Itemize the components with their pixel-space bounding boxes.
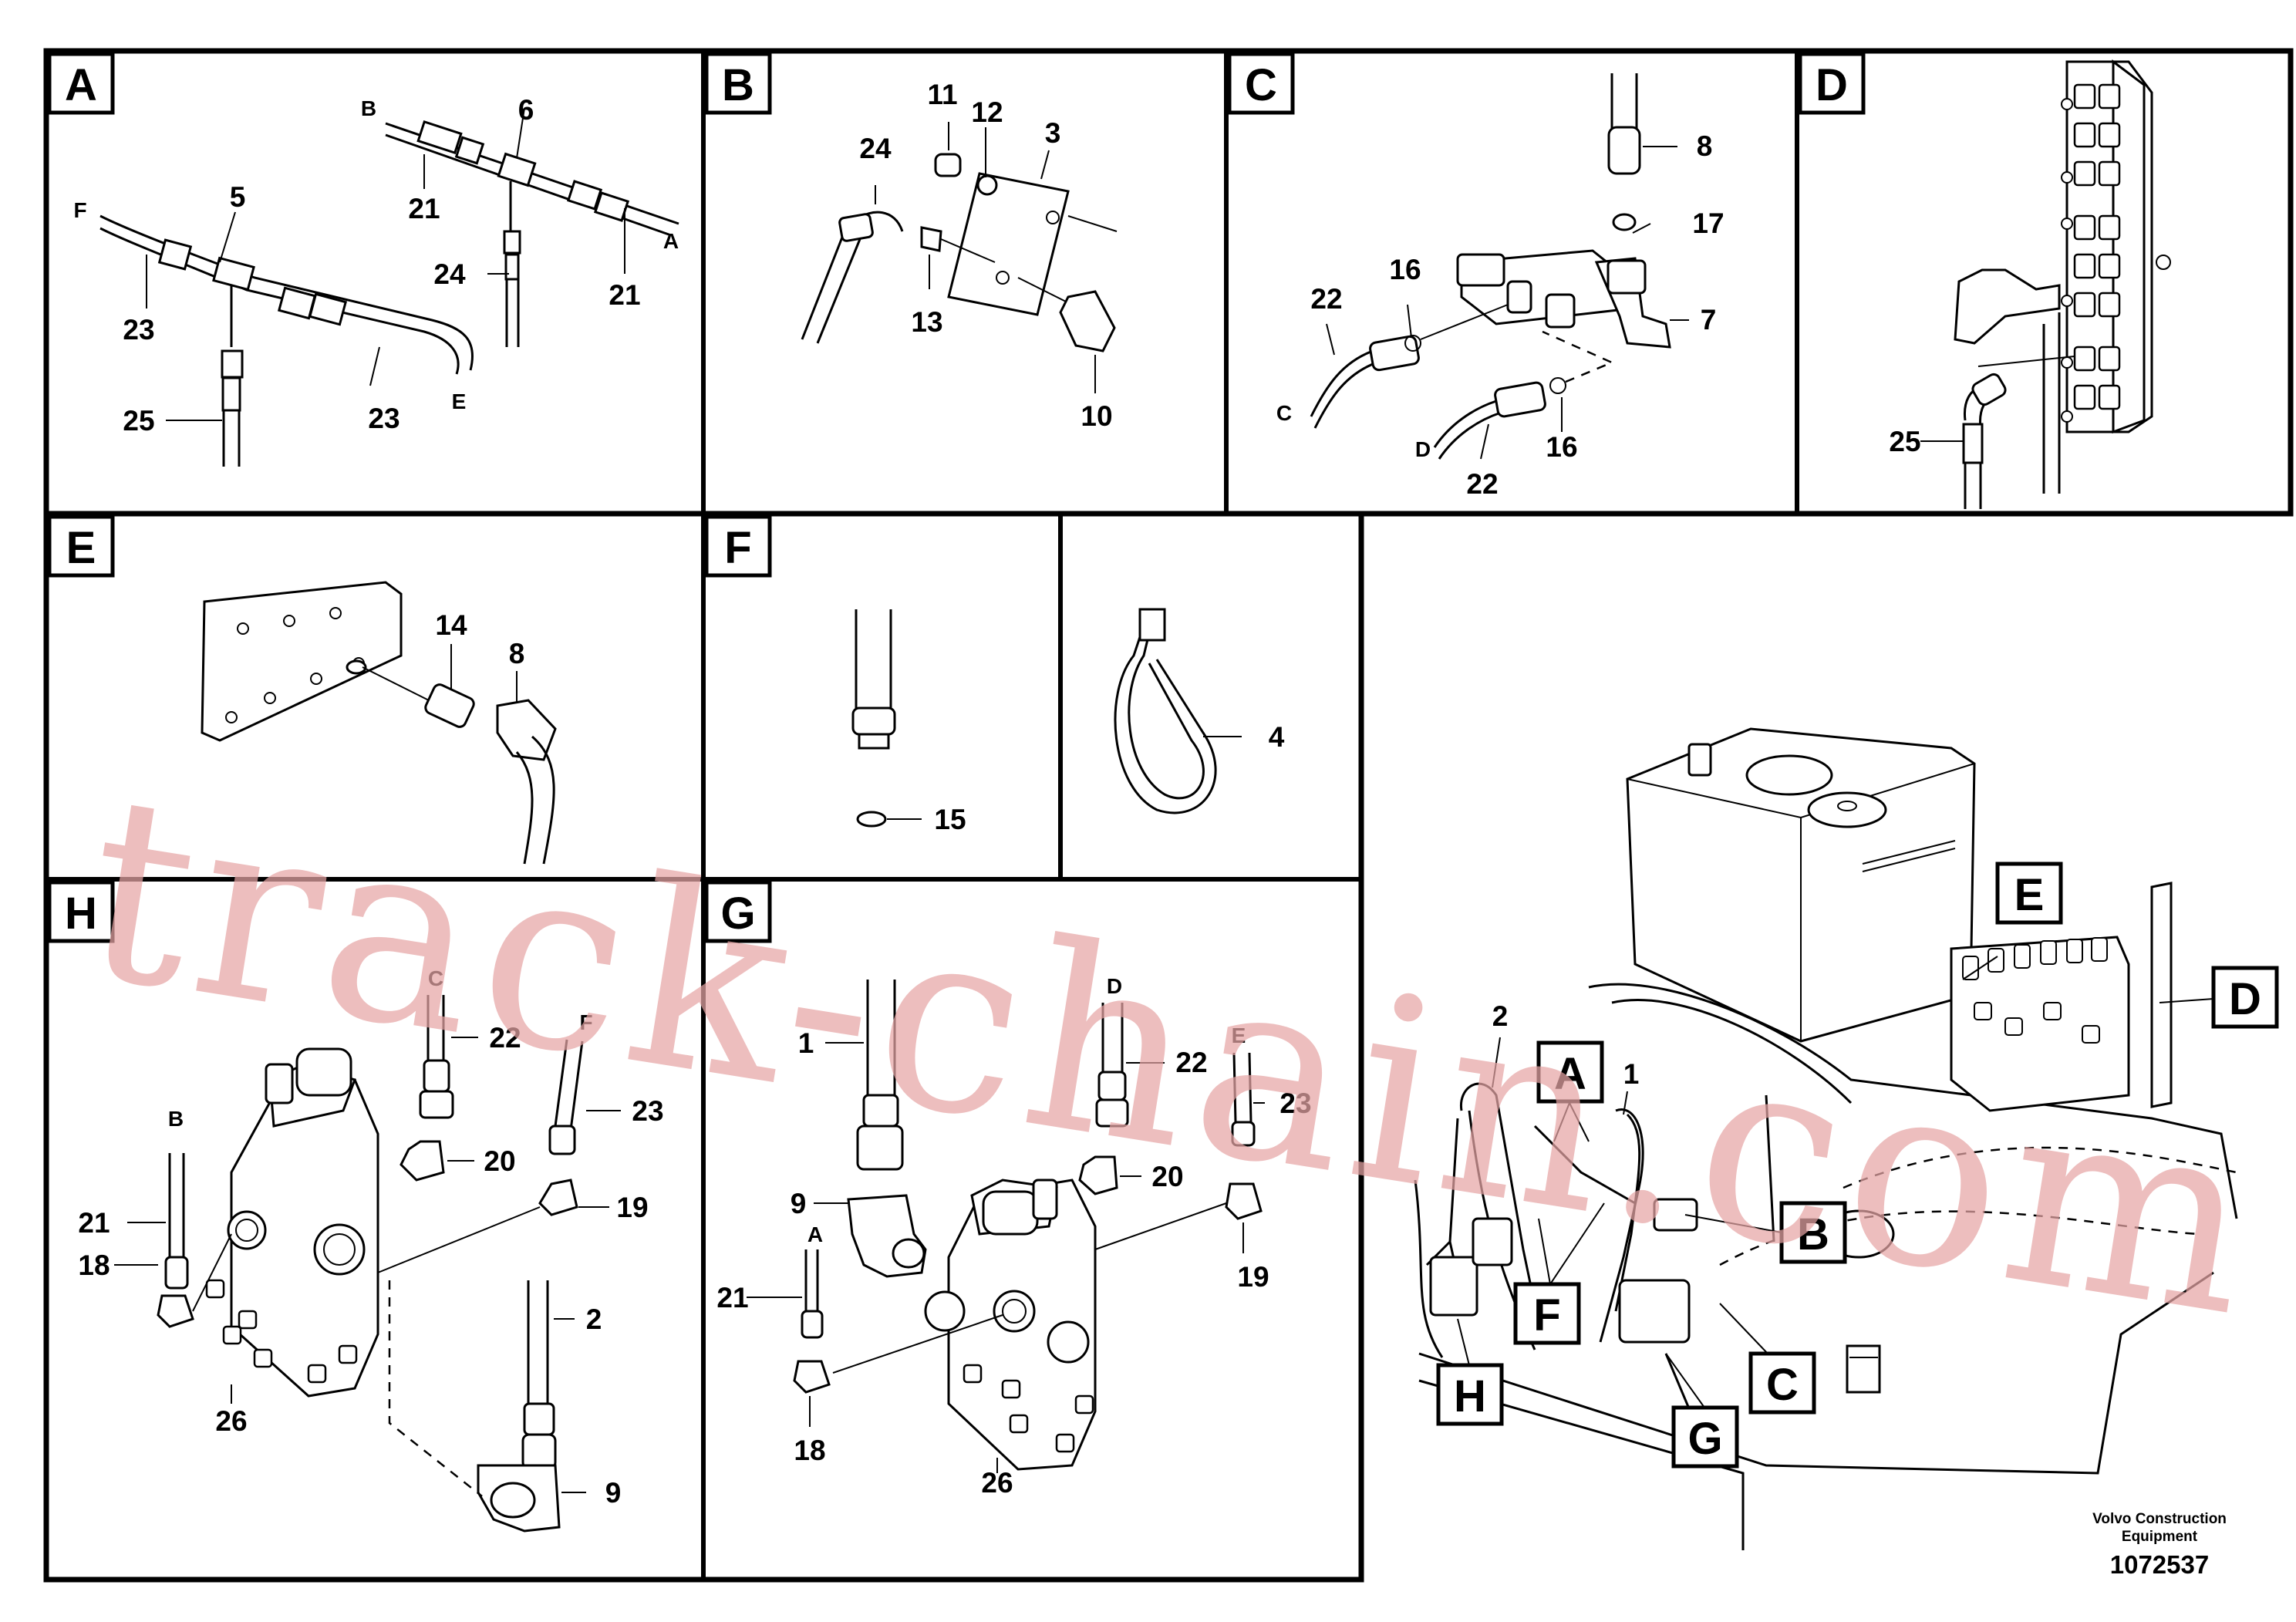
overview-box-h: H xyxy=(1454,1371,1486,1421)
end-g-a: A xyxy=(807,1222,823,1246)
callout-a-24: 24 xyxy=(433,258,466,290)
callout-e-14: 14 xyxy=(435,609,467,641)
callout-b-3: 3 xyxy=(1045,117,1061,149)
panel-a-drawing: 6 5 21 21 24 23 25 23 B F A E xyxy=(73,94,679,467)
panel-h-drawing: 22 23 20 19 21 18 2 26 9 C F B xyxy=(78,966,664,1533)
callout-a-6: 6 xyxy=(518,94,534,126)
callout-c-22-bottom: 22 xyxy=(1466,468,1498,500)
callout-g-19: 19 xyxy=(1237,1261,1269,1293)
callout-g-1: 1 xyxy=(798,1027,814,1059)
callout-g-21: 21 xyxy=(716,1282,748,1313)
end-h-c: C xyxy=(428,966,443,990)
panel-f-id: F xyxy=(724,523,751,573)
end-h-f: F xyxy=(579,1010,592,1034)
panel-b-drawing: 24 11 12 3 13 10 xyxy=(801,79,1118,432)
callout-a-23-left: 23 xyxy=(123,314,154,346)
end-a-f: F xyxy=(73,198,86,222)
panel-id-boxes: A B C D E F H G xyxy=(47,52,1866,943)
callout-h-18: 18 xyxy=(78,1249,110,1281)
callout-a-21-right: 21 xyxy=(609,279,640,311)
callout-c-8: 8 xyxy=(1697,130,1713,162)
end-a-b: B xyxy=(361,96,376,120)
machine-overview: 2 1 E D A B F C H G xyxy=(1414,727,2279,1550)
panel-e-drawing: 14 8 xyxy=(201,581,557,865)
callout-e-8: 8 xyxy=(509,638,525,669)
callout-h-19: 19 xyxy=(616,1192,648,1223)
company-line-2: Equipment xyxy=(2122,1529,2198,1545)
end-a-a: A xyxy=(663,229,679,253)
end-g-d: D xyxy=(1107,974,1122,998)
end-a-e: E xyxy=(452,389,467,413)
callout-b-24: 24 xyxy=(859,133,892,164)
callout-d-25: 25 xyxy=(1889,426,1920,457)
callout-g-20: 20 xyxy=(1151,1161,1183,1192)
panel-h-id: H xyxy=(65,889,97,939)
callout-h-21: 21 xyxy=(78,1207,110,1239)
overview-callout-1: 1 xyxy=(1623,1058,1640,1090)
panel-a-id: A xyxy=(65,60,97,110)
footer: Volvo Construction Equipment 1072537 xyxy=(2092,1511,2227,1579)
overview-box-b: B xyxy=(1797,1209,1829,1259)
overview-box-d: D xyxy=(2229,974,2261,1024)
callout-h-20: 20 xyxy=(484,1145,515,1177)
end-h-b: B xyxy=(168,1107,184,1131)
callout-c-22-left: 22 xyxy=(1310,283,1342,315)
callout-c-7: 7 xyxy=(1701,304,1717,336)
panel-g-id: G xyxy=(720,889,755,939)
overview-box-f: F xyxy=(1533,1290,1560,1340)
panel-e-id: E xyxy=(66,523,96,573)
callout-f-4: 4 xyxy=(1269,721,1285,753)
panel-d-id: D xyxy=(1816,60,1848,110)
callout-c-16-upper: 16 xyxy=(1389,254,1421,285)
callout-g-23: 23 xyxy=(1279,1088,1311,1119)
callout-f-15: 15 xyxy=(934,804,966,835)
callout-h-9: 9 xyxy=(605,1477,622,1509)
callout-h-22: 22 xyxy=(489,1022,521,1054)
overview-box-e: E xyxy=(2014,870,2045,920)
end-c-d: D xyxy=(1415,437,1431,461)
panel-b-id: B xyxy=(722,60,754,110)
callout-b-10: 10 xyxy=(1081,400,1112,432)
callout-g-22: 22 xyxy=(1175,1047,1207,1078)
callout-b-13: 13 xyxy=(911,306,942,338)
callout-c-16-lower: 16 xyxy=(1546,431,1577,463)
overview-box-c: C xyxy=(1766,1360,1799,1410)
overview-box-g: G xyxy=(1687,1414,1722,1464)
company-line-1: Volvo Construction xyxy=(2092,1511,2227,1527)
panel-d-drawing: 25 xyxy=(1889,59,2171,509)
panel-c-drawing: 8 17 16 22 7 16 22 C D xyxy=(1276,73,1725,500)
callout-g-26: 26 xyxy=(981,1467,1013,1499)
callout-a-25: 25 xyxy=(123,405,154,437)
callout-a-5: 5 xyxy=(230,181,246,213)
callout-b-12: 12 xyxy=(971,96,1003,128)
callout-h-2: 2 xyxy=(586,1303,602,1335)
panel-c-id: C xyxy=(1245,60,1277,110)
panel-frames xyxy=(43,48,2294,1583)
panel-f-drawing: 15 4 xyxy=(851,608,1285,835)
end-g-e: E xyxy=(1232,1023,1246,1047)
callout-a-21-upper: 21 xyxy=(408,193,440,224)
callout-g-9: 9 xyxy=(791,1188,807,1219)
callout-h-23: 23 xyxy=(632,1095,663,1127)
callout-b-11: 11 xyxy=(927,79,957,110)
end-c-c: C xyxy=(1276,401,1292,425)
drawing-number: 1072537 xyxy=(2110,1550,2209,1579)
overview-callout-2: 2 xyxy=(1492,1000,1509,1032)
callout-g-18: 18 xyxy=(794,1435,825,1466)
callout-c-17: 17 xyxy=(1692,207,1724,239)
panel-g-drawing: 1 22 23 20 9 19 21 18 26 D E A xyxy=(716,974,1311,1499)
callout-a-23-right: 23 xyxy=(368,403,400,434)
overview-box-a: A xyxy=(1554,1049,1586,1099)
callout-h-26: 26 xyxy=(215,1405,247,1437)
